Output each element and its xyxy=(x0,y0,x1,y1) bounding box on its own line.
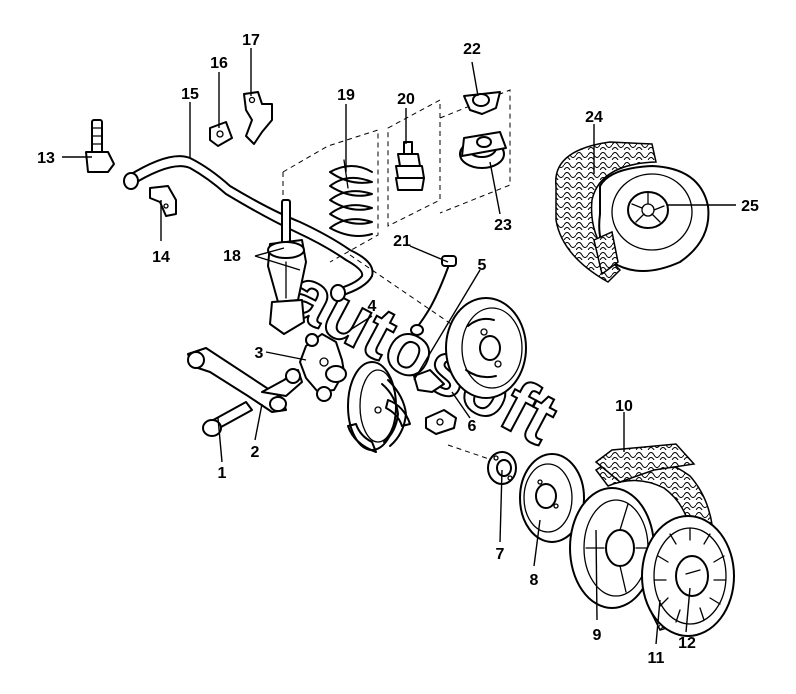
callout-23: 23 xyxy=(494,217,512,234)
shock-strut xyxy=(267,199,307,335)
callout-15: 15 xyxy=(181,86,199,103)
bump-stop xyxy=(395,141,425,191)
callout-6: 6 xyxy=(468,418,477,435)
callout-7: 7 xyxy=(496,546,505,563)
steering-knuckle xyxy=(299,333,347,402)
stabilizer-bracket xyxy=(149,185,177,217)
arm-bushing xyxy=(202,401,253,437)
coil-spring xyxy=(329,159,373,237)
strut-mount-top xyxy=(463,91,501,115)
callout-11: 11 xyxy=(648,650,665,667)
callout-22: 22 xyxy=(463,41,481,58)
brake-drum-rear xyxy=(445,297,527,399)
callout-labels: 1 2 3 4 5 6 7 8 9 10 11 12 13 14 15 16 1… xyxy=(37,32,759,667)
callout-19: 19 xyxy=(337,87,355,104)
callout-20: 20 xyxy=(397,91,415,108)
spare-wheel xyxy=(555,141,710,283)
callout-18: 18 xyxy=(223,248,241,265)
callout-25: 25 xyxy=(741,198,759,215)
brake-shoes xyxy=(347,399,411,453)
stabilizer-clamp xyxy=(243,91,273,145)
callout-2: 2 xyxy=(251,444,260,461)
callout-5: 5 xyxy=(478,257,487,274)
wheel-cylinder xyxy=(425,409,457,435)
callout-9: 9 xyxy=(593,627,602,644)
stabilizer-bushing xyxy=(209,121,233,147)
callout-16: 16 xyxy=(210,55,228,72)
stabilizer-link-bolt xyxy=(85,119,115,173)
callout-17: 17 xyxy=(242,32,260,49)
callout-24: 24 xyxy=(585,109,603,126)
lower-control-arm xyxy=(187,347,303,413)
callout-8: 8 xyxy=(530,572,539,589)
brake-hose xyxy=(410,255,457,336)
strut-mount xyxy=(459,131,507,169)
wheel-cover xyxy=(641,515,735,637)
callout-10: 10 xyxy=(615,398,633,415)
callout-21: 21 xyxy=(393,233,411,250)
callout-3: 3 xyxy=(255,345,264,362)
leader-lines xyxy=(62,48,736,645)
callout-13: 13 xyxy=(37,150,55,167)
callout-4: 4 xyxy=(368,298,377,315)
callout-12: 12 xyxy=(678,635,696,652)
brake-disc xyxy=(519,453,585,543)
callout-1: 1 xyxy=(218,465,227,482)
callout-14: 14 xyxy=(152,249,170,266)
